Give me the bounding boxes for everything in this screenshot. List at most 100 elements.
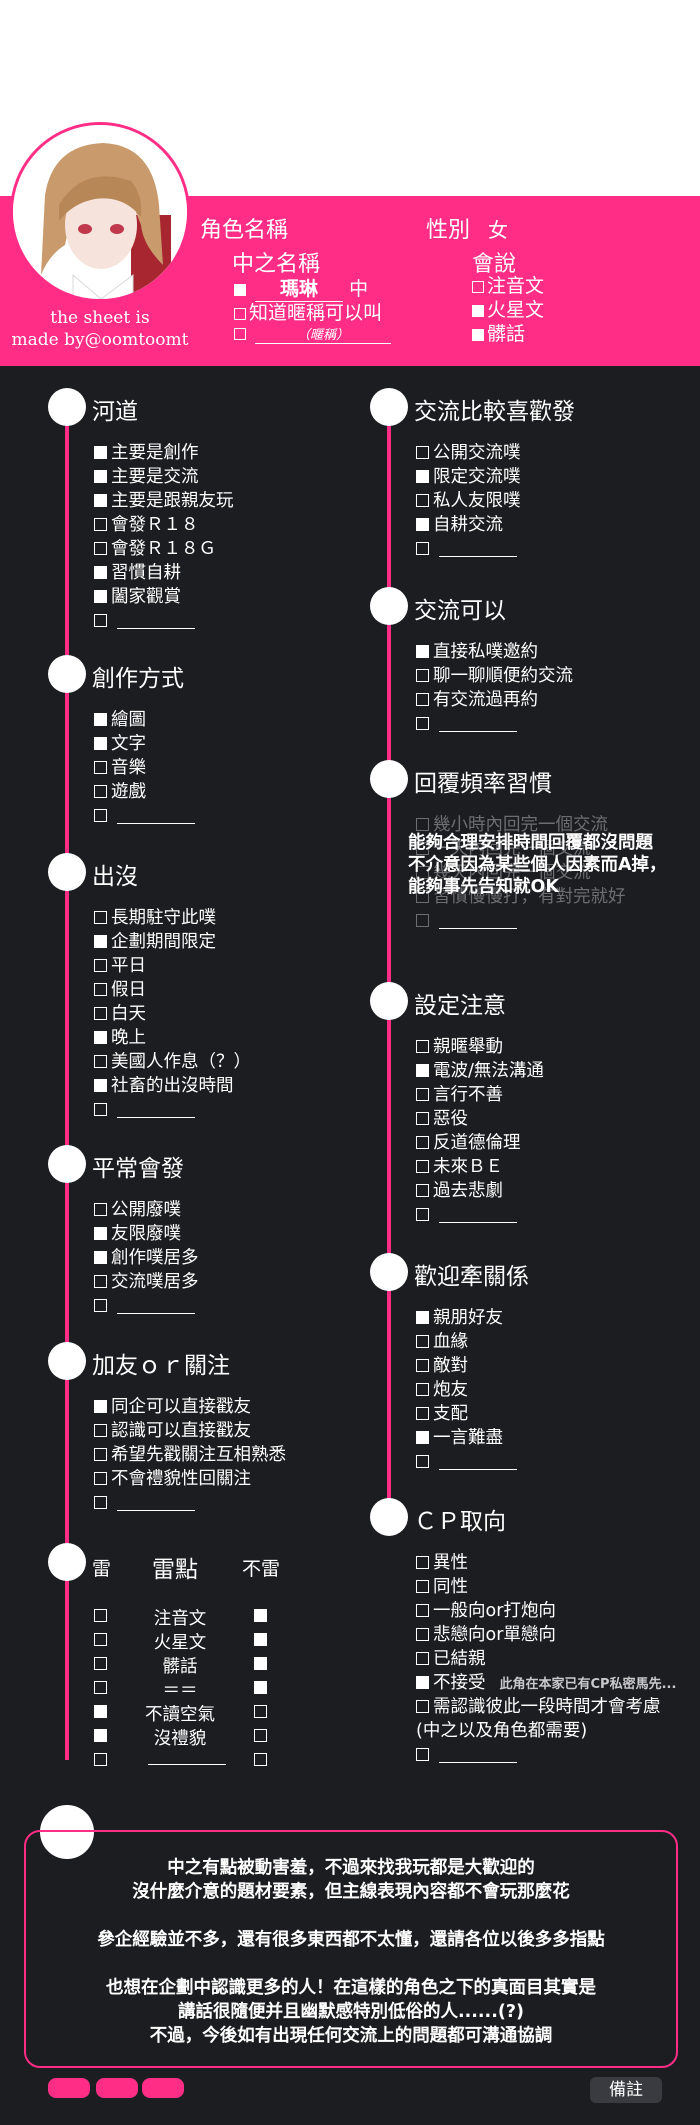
checkbox[interactable] — [94, 1424, 107, 1437]
nickname-opt3-checkbox[interactable] — [234, 327, 246, 340]
checkbox[interactable] — [416, 1383, 429, 1396]
checklist-item — [416, 538, 517, 560]
checkbox[interactable] — [94, 470, 107, 483]
checkbox[interactable] — [416, 1208, 429, 1221]
checkbox[interactable] — [94, 446, 107, 459]
checkbox[interactable] — [416, 818, 429, 831]
checkbox[interactable] — [416, 446, 429, 459]
page-pill-1[interactable] — [48, 2078, 90, 2098]
checkbox[interactable] — [94, 1299, 107, 1312]
checkbox[interactable] — [94, 494, 107, 507]
thunder-right-checkbox[interactable] — [254, 1657, 267, 1670]
checklist-label: 希望先戳關注互相熟悉 — [111, 1445, 286, 1465]
checkbox[interactable] — [94, 1448, 107, 1461]
checkbox[interactable] — [94, 911, 107, 924]
thunder-right-checkbox[interactable] — [254, 1609, 267, 1622]
checkbox[interactable] — [94, 1103, 107, 1116]
checkbox[interactable] — [416, 1580, 429, 1593]
thunder-left-checkbox[interactable] — [94, 1657, 107, 1670]
thunder-left-checkbox[interactable] — [94, 1681, 107, 1694]
checkbox[interactable] — [94, 785, 107, 798]
nickname-checkbox[interactable] — [234, 283, 246, 296]
thunder-right-checkbox[interactable] — [254, 1705, 267, 1718]
checkbox[interactable] — [416, 1455, 429, 1468]
checkbox[interactable] — [416, 1112, 429, 1125]
checkbox[interactable] — [416, 1556, 429, 1569]
checkbox[interactable] — [94, 737, 107, 750]
checkbox[interactable] — [94, 1227, 107, 1240]
checkbox[interactable] — [416, 890, 429, 903]
overlay-text: 不介意因為某些個人因素而A掉， — [408, 855, 667, 875]
checkbox[interactable] — [416, 866, 429, 879]
checkbox[interactable] — [416, 1407, 429, 1420]
checkbox[interactable] — [94, 566, 107, 579]
checkbox[interactable] — [416, 1700, 429, 1713]
checkbox[interactable] — [94, 542, 107, 555]
checklist-item: 主要是創作 — [94, 442, 199, 464]
page-pill-3[interactable] — [142, 2078, 184, 2098]
speak-checkbox[interactable] — [472, 304, 484, 317]
checkbox[interactable] — [416, 693, 429, 706]
checkbox[interactable] — [94, 713, 107, 726]
checkbox[interactable] — [94, 983, 107, 996]
checkbox[interactable] — [94, 590, 107, 603]
nickname-row: 瑪琳 中 — [234, 274, 368, 302]
checkbox[interactable] — [94, 761, 107, 774]
checkbox[interactable] — [416, 1040, 429, 1053]
checkbox[interactable] — [416, 1676, 429, 1689]
thunder-left-checkbox[interactable] — [94, 1633, 107, 1646]
checkbox[interactable] — [416, 470, 429, 483]
thunder-left-checkbox[interactable] — [94, 1609, 107, 1622]
checkbox[interactable] — [416, 1604, 429, 1617]
checkbox[interactable] — [94, 1079, 107, 1092]
thunder-left-checkbox[interactable] — [94, 1753, 107, 1766]
checkbox[interactable] — [416, 1064, 429, 1077]
checkbox[interactable] — [94, 809, 107, 822]
checkbox[interactable] — [94, 935, 107, 948]
thunder-left-checkbox[interactable] — [94, 1729, 107, 1742]
checkbox[interactable] — [94, 959, 107, 972]
checkbox[interactable] — [416, 518, 429, 531]
checkbox[interactable] — [416, 717, 429, 730]
checkbox[interactable] — [416, 1359, 429, 1372]
checkbox[interactable] — [416, 494, 429, 507]
checkbox[interactable] — [94, 1275, 107, 1288]
checkbox[interactable] — [416, 1335, 429, 1348]
thunder-right-checkbox[interactable] — [254, 1633, 267, 1646]
thunder-right-checkbox[interactable] — [254, 1681, 267, 1694]
thunder-right-checkbox[interactable] — [254, 1753, 267, 1766]
checkbox[interactable] — [94, 1400, 107, 1413]
checkbox[interactable] — [94, 1251, 107, 1264]
section-title: 交流比較喜歡發 — [414, 399, 575, 425]
nickname-opt2-checkbox[interactable] — [234, 307, 246, 320]
thunder-right-checkbox[interactable] — [254, 1729, 267, 1742]
checkbox[interactable] — [416, 645, 429, 658]
checkbox[interactable] — [94, 1472, 107, 1485]
checkbox[interactable] — [416, 1160, 429, 1173]
checkbox[interactable] — [416, 914, 429, 927]
checkbox[interactable] — [94, 518, 107, 531]
speak-checkbox[interactable] — [472, 280, 484, 293]
checkbox[interactable] — [416, 1431, 429, 1444]
checkbox[interactable] — [416, 1652, 429, 1665]
checkbox[interactable] — [416, 1311, 429, 1324]
page-pill-2[interactable] — [96, 2078, 138, 2098]
checkbox[interactable] — [416, 669, 429, 682]
checkbox[interactable] — [416, 1184, 429, 1197]
checkbox[interactable] — [94, 1031, 107, 1044]
checkbox[interactable] — [94, 1055, 107, 1068]
checkbox[interactable] — [416, 1088, 429, 1101]
checkbox[interactable] — [416, 1136, 429, 1149]
thunder-left-checkbox[interactable] — [94, 1705, 107, 1718]
checkbox[interactable] — [416, 842, 429, 855]
checkbox[interactable] — [416, 1628, 429, 1641]
checkbox[interactable] — [94, 614, 107, 627]
checkbox[interactable] — [94, 1007, 107, 1020]
checkbox[interactable] — [416, 542, 429, 555]
checkbox[interactable] — [94, 1203, 107, 1216]
speak-checkbox[interactable] — [472, 328, 484, 341]
checkbox[interactable] — [94, 1496, 107, 1509]
credit-line-2: made by@oomtoomt — [11, 330, 189, 350]
checkbox[interactable] — [416, 1748, 429, 1761]
checklist-label: 血緣 — [433, 1332, 468, 1352]
